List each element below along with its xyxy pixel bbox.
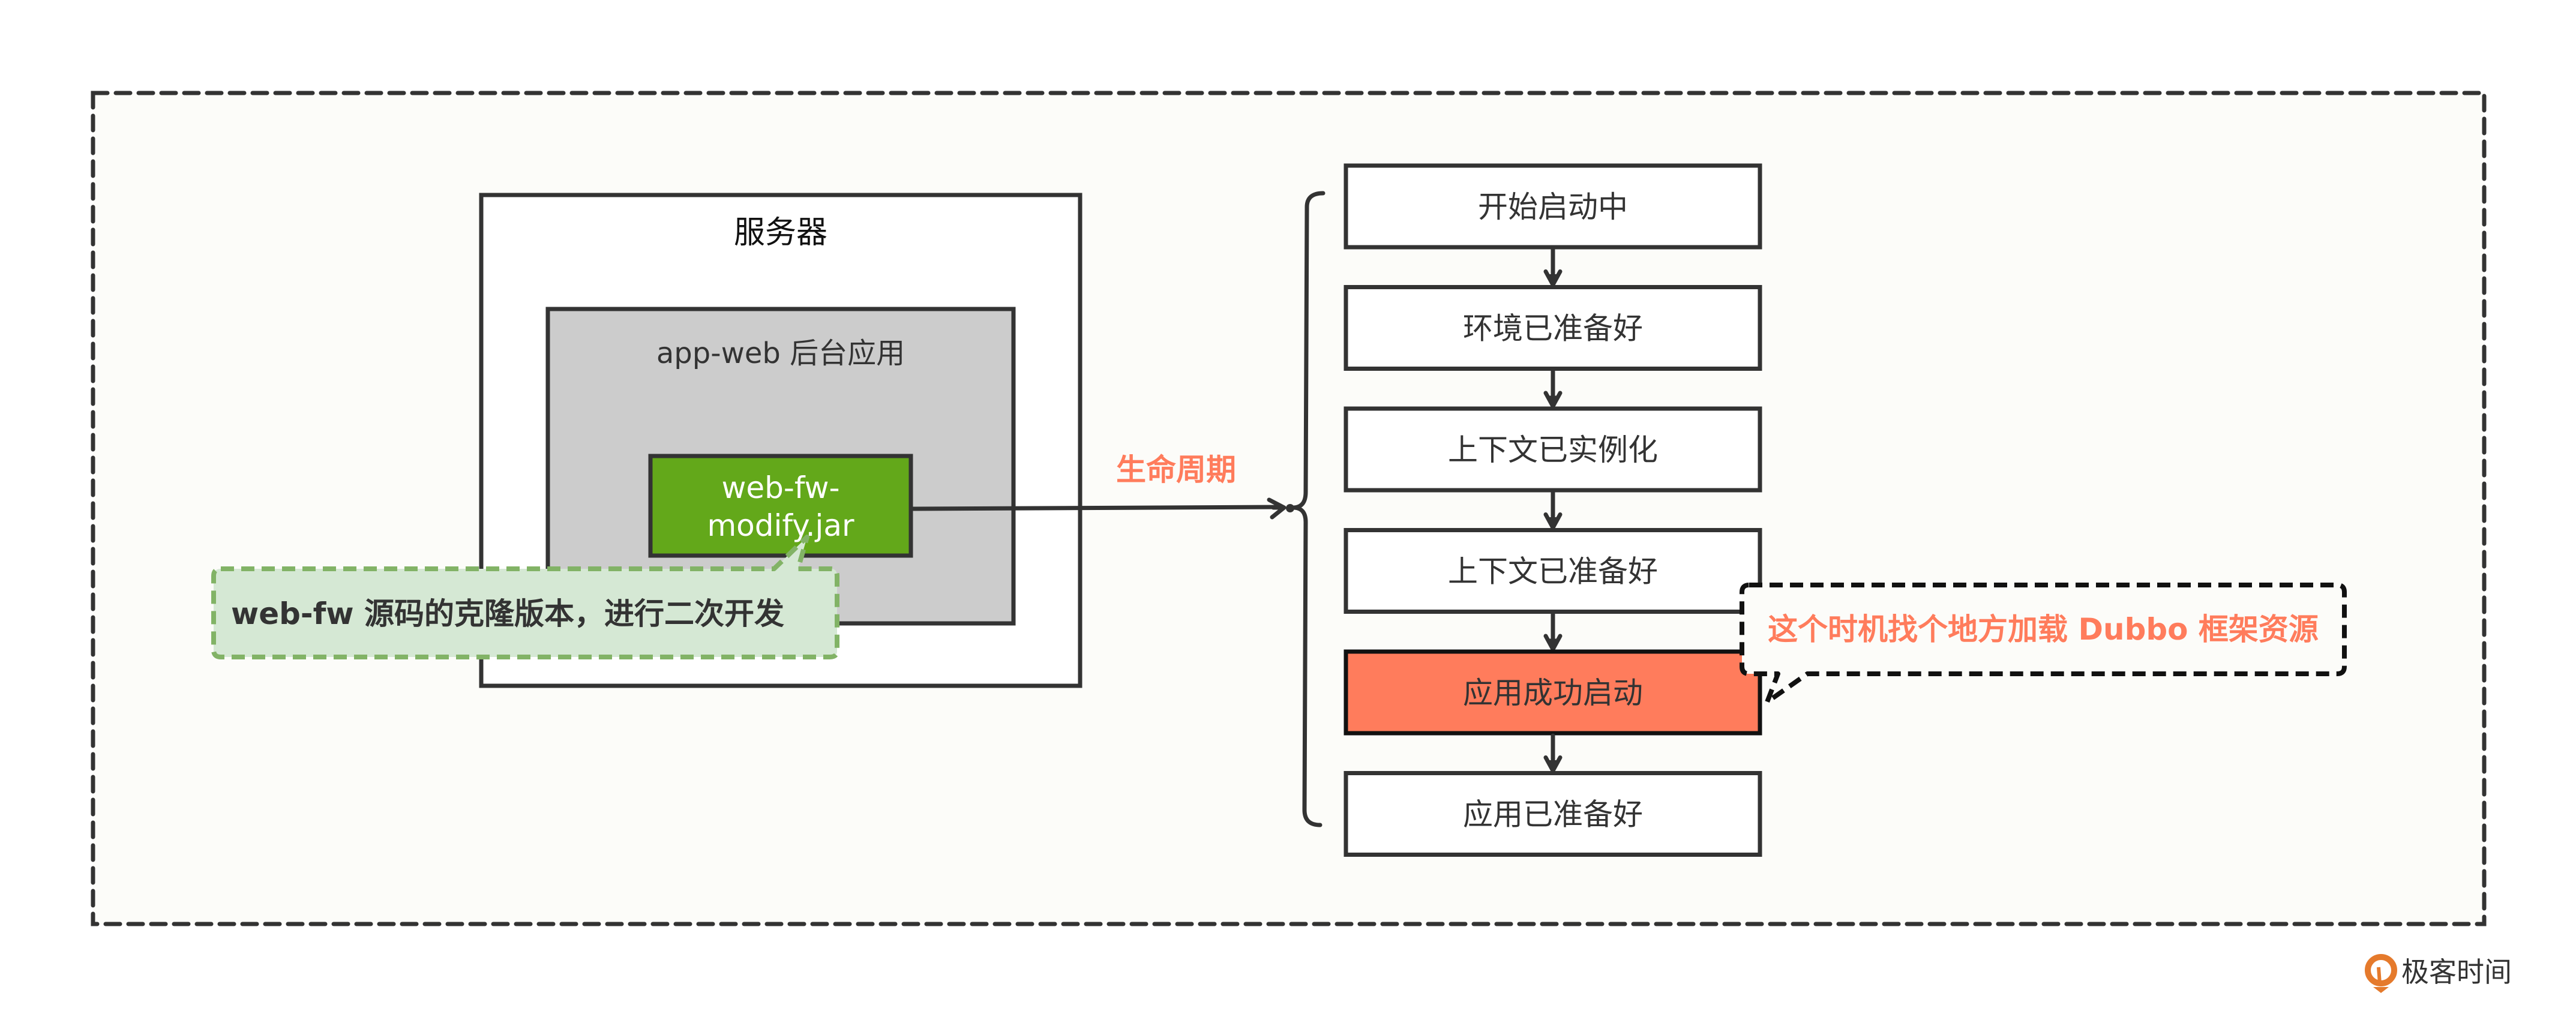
hook-note-text: 这个时机找个地方加载 Dubbo 框架资源 xyxy=(1768,612,2319,647)
step-arrow xyxy=(1543,490,1563,530)
step-box xyxy=(1344,528,1762,614)
step-box xyxy=(1344,285,1762,371)
lifecycle-step: 上下文已实例化 xyxy=(1344,406,1762,493)
step-arrow xyxy=(1543,612,1563,652)
server-label: 服务器 xyxy=(734,215,827,251)
step-box xyxy=(1344,406,1762,493)
step-arrow xyxy=(1543,247,1563,287)
lifecycle-step: 环境已准备好 xyxy=(1344,285,1762,371)
jar-box: web-fw- modify.jar xyxy=(648,454,913,558)
step-label: 上下文已实例化 xyxy=(1448,433,1658,467)
step-box xyxy=(1344,771,1762,857)
step-label: 应用成功启动 xyxy=(1463,676,1643,710)
hook-note-callout: 这个时机找个地方加载 Dubbo 框架资源 xyxy=(1740,583,2347,704)
step-arrow xyxy=(1543,733,1563,773)
brand-name: 极客时间 xyxy=(2401,956,2512,988)
lifecycle-label: 生命周期 xyxy=(1116,452,1236,487)
watermark: 极客时间 xyxy=(2365,954,2512,993)
jar-label-line1: web-fw- xyxy=(721,470,839,505)
jar-label-line2: modify.jar xyxy=(707,508,854,543)
step-arrow xyxy=(1543,369,1563,409)
jar-to-lifecycle-arrow xyxy=(910,505,1283,511)
lifecycle-step: 应用已准备好 xyxy=(1344,771,1762,857)
step-label: 应用已准备好 xyxy=(1463,797,1643,832)
step-label: 环境已准备好 xyxy=(1463,311,1643,346)
lifecycle-step-highlighted: 应用成功启动 xyxy=(1344,649,1762,736)
lifecycle-step: 开始启动中 xyxy=(1344,163,1762,250)
geektime-logo-icon xyxy=(2365,954,2397,993)
jar-note-text: web-fw 源码的克隆版本，进行二次开发 xyxy=(231,596,784,631)
lifecycle-step: 上下文已准备好 xyxy=(1344,528,1762,614)
step-box xyxy=(1344,163,1762,250)
jar-note-callout: web-fw 源码的克隆版本，进行二次开发 xyxy=(211,535,839,659)
step-label: 上下文已准备好 xyxy=(1448,554,1658,589)
step-label: 开始启动中 xyxy=(1478,190,1628,224)
arrowhead-icon xyxy=(1267,497,1286,520)
step-box xyxy=(1344,649,1762,736)
brace-dot xyxy=(1286,504,1294,512)
app-web-label: app-web 后台应用 xyxy=(656,337,905,370)
